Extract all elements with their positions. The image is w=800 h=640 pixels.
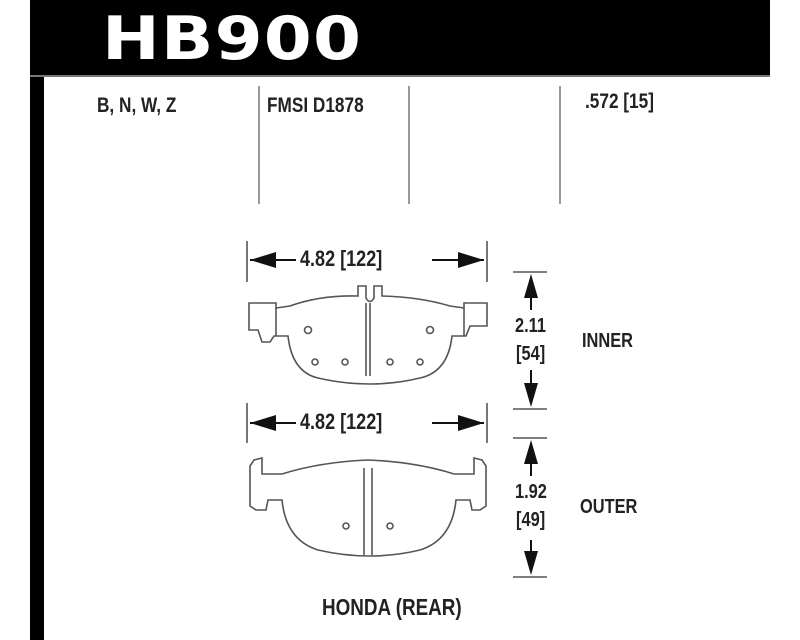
divider-3 — [559, 86, 561, 204]
outer-width-label: 4.82 [122] — [300, 409, 383, 434]
inner-height-in: 2.11 — [515, 315, 547, 337]
header-bar: HB900 — [30, 0, 770, 77]
part-number: HB900 — [102, 4, 363, 74]
compound-codes: B, N, W, Z — [97, 94, 177, 117]
thickness: .572 [15] — [585, 90, 654, 113]
left-frame-border — [30, 0, 44, 640]
outer-height-mm: [49] — [516, 509, 546, 531]
outer-height-in: 1.92 — [515, 481, 547, 503]
inner-width-label: 4.82 [122] — [300, 246, 383, 271]
inner-label: INNER — [582, 330, 634, 352]
application-label: HONDA (REAR) — [322, 594, 462, 620]
inner-height-mm: [54] — [516, 343, 546, 365]
divider-1 — [258, 86, 260, 204]
outer-label: OUTER — [580, 496, 638, 518]
fmsi-number: FMSI D1878 — [267, 94, 364, 117]
divider-2 — [408, 86, 410, 204]
